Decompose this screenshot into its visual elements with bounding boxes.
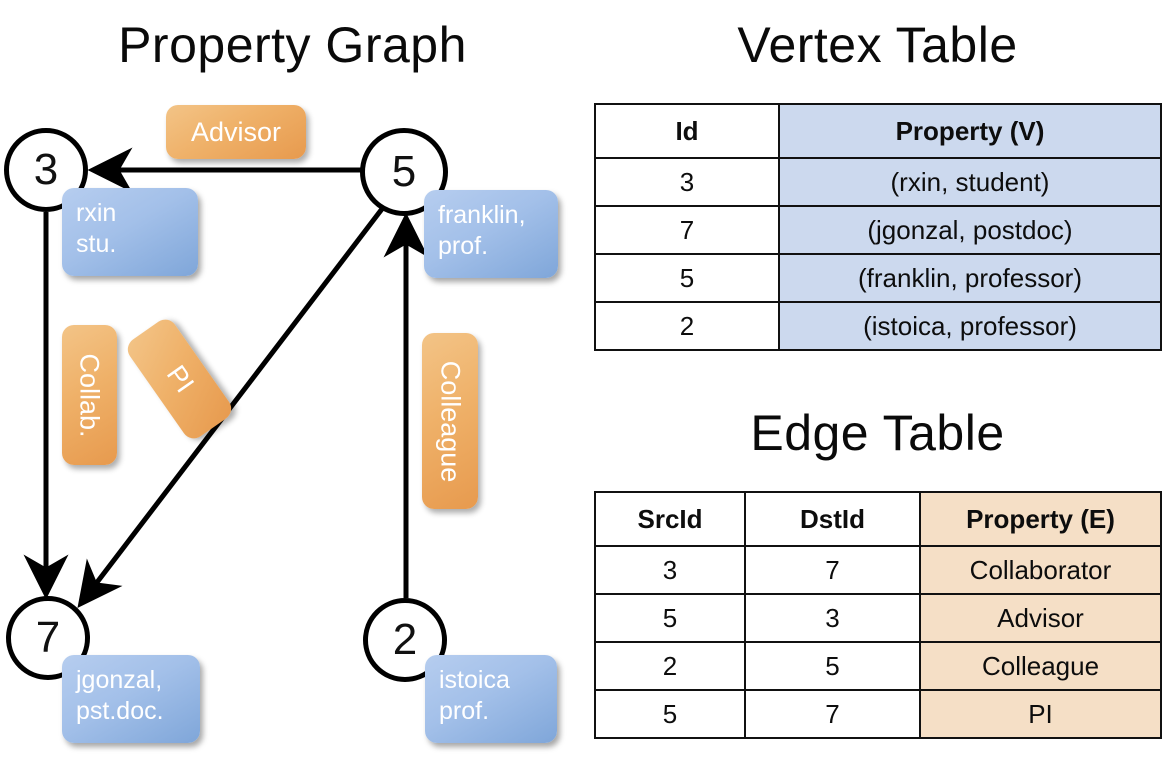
- vertex-header-property: Property (V): [778, 103, 1162, 159]
- edge-label-collab-text: Collab.: [75, 352, 106, 438]
- edge-cell-property: Advisor: [919, 593, 1162, 643]
- edge-cell-srcid: 2: [594, 641, 746, 691]
- table-row[interactable]: 2 5 Colleague: [594, 641, 1162, 691]
- table-row[interactable]: 2 (istoica, professor): [594, 301, 1162, 351]
- graph-node-5[interactable]: 5: [360, 128, 448, 216]
- edge-cell-dstid: 7: [744, 689, 921, 739]
- vertex-cell-id: 7: [594, 205, 780, 255]
- vertex-cell-property: (istoica, professor): [778, 301, 1162, 351]
- table-row[interactable]: 5 (franklin, professor): [594, 253, 1162, 303]
- vertex-cell-id: 5: [594, 253, 780, 303]
- property-graph-panel: Property Graph 3 5 7 2 rxin stu. frankli…: [4, 17, 558, 743]
- edge-cell-dstid: 3: [744, 593, 921, 643]
- graph-edges-svg: [23, 147, 429, 608]
- table-row[interactable]: 5 7 PI: [594, 689, 1162, 739]
- graph-node-5-property-box[interactable]: franklin, prof.: [424, 190, 558, 278]
- edge-cell-property: PI: [919, 689, 1162, 739]
- edge-5-to-7: [77, 203, 387, 608]
- edge-header-dstid: DstId: [744, 491, 921, 547]
- tables-panel: Vertex Table Edge Table: [585, 0, 1170, 760]
- edge-cell-srcid: 5: [594, 593, 746, 643]
- edge-label-colleague[interactable]: Colleague: [422, 333, 478, 509]
- edge-label-advisor-text: Advisor: [190, 116, 282, 147]
- table-row[interactable]: 5 3 Advisor: [594, 593, 1162, 643]
- edge-label-pi-text: PI: [160, 359, 200, 398]
- edge-table: SrcId DstId Property (E) 3 7 Collaborato…: [594, 491, 1162, 739]
- edge-header-srcid: SrcId: [594, 491, 746, 547]
- property-graph-title: Property Graph: [118, 17, 467, 73]
- table-row[interactable]: 3 7 Collaborator: [594, 545, 1162, 595]
- vertex-header-id: Id: [594, 103, 780, 159]
- graph-node-5-id: 5: [391, 147, 417, 196]
- vertex-cell-property: (franklin, professor): [778, 253, 1162, 303]
- vertex-cell-id: 3: [594, 157, 780, 207]
- edge-label-advisor[interactable]: Advisor: [166, 105, 306, 159]
- table-row[interactable]: 7 (jgonzal, postdoc): [594, 205, 1162, 255]
- graph-node-2[interactable]: 2: [363, 598, 447, 682]
- edge-table-header-row: SrcId DstId Property (E): [594, 491, 1162, 547]
- vertex-cell-id: 2: [594, 301, 780, 351]
- graph-node-3-id: 3: [33, 145, 59, 194]
- graph-node-7-property-box[interactable]: jgonzal, pst.doc.: [62, 655, 200, 743]
- vertex-table-title: Vertex Table: [737, 17, 1018, 73]
- edge-header-property: Property (E): [919, 491, 1162, 547]
- edge-cell-property: Collaborator: [919, 545, 1162, 595]
- vertex-table: Id Property (V) 3 (rxin, student) 7 (jgo…: [594, 103, 1162, 351]
- edge-cell-dstid: 7: [744, 545, 921, 595]
- edge-cell-dstid: 5: [744, 641, 921, 691]
- edge-cell-property: Colleague: [919, 641, 1162, 691]
- vertex-cell-property: (rxin, student): [778, 157, 1162, 207]
- vertex-cell-property: (jgonzal, postdoc): [778, 205, 1162, 255]
- edge-label-colleague-text: Colleague: [435, 360, 466, 482]
- graph-node-3-property-box[interactable]: rxin stu.: [62, 188, 198, 276]
- vertex-table-header-row: Id Property (V): [594, 103, 1162, 159]
- graph-node-7-id: 7: [35, 613, 61, 662]
- table-row[interactable]: 3 (rxin, student): [594, 157, 1162, 207]
- edge-label-collab[interactable]: Collab.: [62, 325, 117, 465]
- graph-node-2-property-box[interactable]: istoica prof.: [425, 655, 557, 743]
- edge-table-title: Edge Table: [750, 405, 1005, 461]
- edge-cell-srcid: 3: [594, 545, 746, 595]
- graph-node-2-id: 2: [392, 615, 418, 664]
- edge-cell-srcid: 5: [594, 689, 746, 739]
